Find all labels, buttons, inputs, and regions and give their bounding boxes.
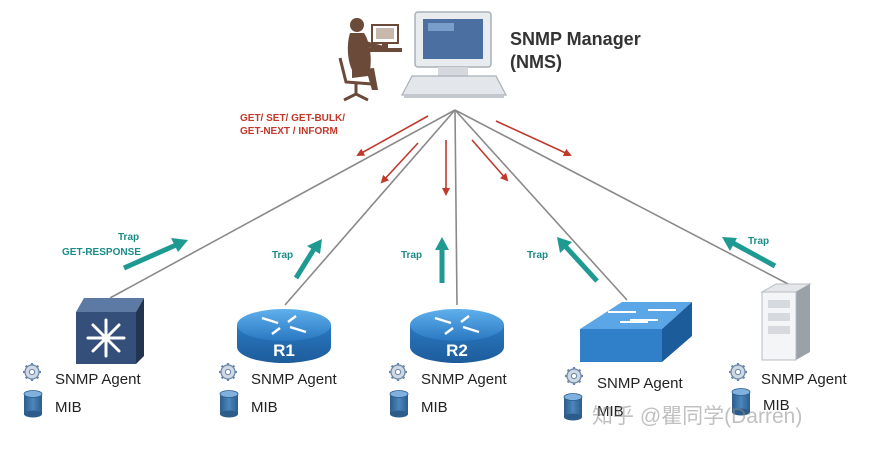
mib-label: MIB — [597, 403, 624, 420]
trap-label: Trap — [118, 232, 140, 243]
operations-label: GET/ SET/ GET-BULK/ GET-NEXT / INFORM — [240, 112, 345, 138]
trap-label: Trap — [272, 250, 294, 261]
request-arrows — [356, 115, 572, 196]
link-to-server — [454, 109, 791, 286]
trap-arrow — [731, 240, 777, 269]
trap-label: Trap — [401, 250, 423, 261]
trap-arrow-head — [171, 238, 188, 252]
request-arrow — [356, 115, 429, 156]
manager-title-line1: SNMP Manager — [510, 29, 641, 49]
gear-icon — [563, 365, 585, 387]
trap-arrow — [564, 245, 599, 283]
trap-label: Trap — [748, 236, 770, 247]
router-label: R2 — [446, 341, 468, 360]
gear-icon — [217, 361, 239, 383]
gear-icon — [727, 361, 749, 383]
get-response-label: GET-RESPONSE — [62, 247, 141, 258]
link-to-r2 — [454, 109, 458, 306]
trap-arrow-head — [435, 237, 449, 250]
link-to-multilayer-switch — [109, 109, 456, 299]
trap-arrows — [122, 237, 777, 283]
mib-label: MIB — [763, 397, 790, 414]
link-to-r1 — [284, 109, 456, 306]
agent-label: SNMP Agent — [251, 371, 337, 388]
agent-label: SNMP Agent — [55, 371, 141, 388]
trap-arrow — [293, 247, 317, 280]
switch-icon — [580, 302, 692, 362]
watermark: 知乎 @瞿同学(Darren) — [592, 405, 803, 428]
operations-line1: GET/ SET/ GET-BULK/ — [240, 113, 346, 124]
request-arrow — [471, 139, 509, 182]
database-icon — [219, 390, 239, 418]
request-arrow — [380, 142, 419, 184]
database-icon — [563, 393, 583, 421]
admin-person-icon — [338, 18, 402, 102]
router-r1-icon: R1 — [237, 309, 331, 363]
trap-arrow-head — [722, 237, 737, 251]
request-arrow — [495, 120, 572, 157]
server-icon — [760, 283, 812, 361]
trap-label: Trap — [527, 250, 549, 261]
database-icon — [23, 390, 43, 418]
mib-label: MIB — [421, 399, 448, 416]
trap-arrow-head — [557, 237, 572, 253]
manager-title: SNMP Manager (NMS) — [510, 28, 641, 74]
mib-label: MIB — [251, 399, 278, 416]
database-icon — [389, 390, 409, 418]
multilayer-switch-icon — [76, 298, 144, 364]
operations-line2: GET-NEXT / INFORM — [240, 126, 338, 137]
trap-arrow — [122, 242, 178, 271]
trap-arrow-head — [307, 239, 322, 254]
mib-label: MIB — [55, 399, 82, 416]
router-r2-icon: R2 — [410, 309, 504, 363]
nms-computer-icon — [401, 11, 507, 98]
agent-label: SNMP Agent — [421, 371, 507, 388]
manager-title-line2: (NMS) — [510, 52, 562, 72]
connection-lines — [109, 109, 791, 306]
gear-icon — [21, 361, 43, 383]
link-to-switch — [454, 109, 628, 301]
agent-label: SNMP Agent — [597, 375, 683, 392]
agent-label: SNMP Agent — [761, 371, 847, 388]
router-label: R1 — [273, 341, 295, 360]
gear-icon — [387, 361, 409, 383]
